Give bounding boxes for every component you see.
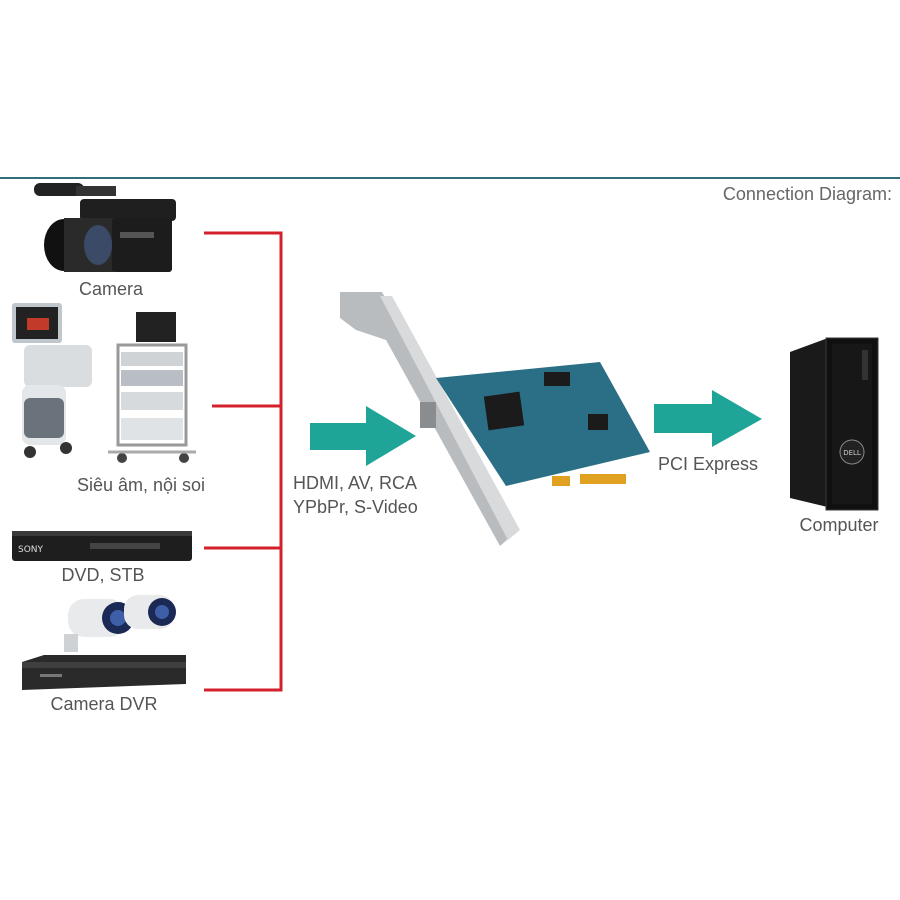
dvd-player-image: SONY	[12, 531, 192, 561]
computer-label: Computer	[799, 515, 879, 535]
source-connector	[204, 231, 283, 692]
source-label-camera: Camera	[78, 279, 144, 299]
ultrasound-image	[12, 303, 92, 458]
source-label-ultrasound: Siêu âm, nội soi	[76, 475, 206, 495]
output-arrow-icon	[654, 390, 762, 447]
input-arrow-label-line2: YPbPr, S-Video	[293, 497, 418, 517]
computer-tower-image: DELL	[790, 337, 879, 511]
input-arrow-label-line1: HDMI, AV, RCA	[293, 473, 418, 493]
output-arrow-label: PCI Express	[658, 454, 759, 474]
pc-brand: DELL	[843, 449, 861, 457]
security-cameras-image	[64, 595, 176, 652]
source-label-dvr: Camera DVR	[50, 694, 158, 714]
header-rule	[0, 177, 900, 179]
capture-card-image	[340, 292, 650, 546]
dvr-box-image	[22, 655, 186, 690]
dvd-brand: SONY	[18, 545, 44, 555]
camcorder-image	[34, 183, 176, 272]
diagram-title: Connection Diagram:	[722, 184, 892, 204]
input-arrow-icon	[310, 406, 416, 466]
source-label-dvd: DVD, STB	[61, 565, 145, 585]
endoscopy-tower-image	[108, 312, 196, 463]
